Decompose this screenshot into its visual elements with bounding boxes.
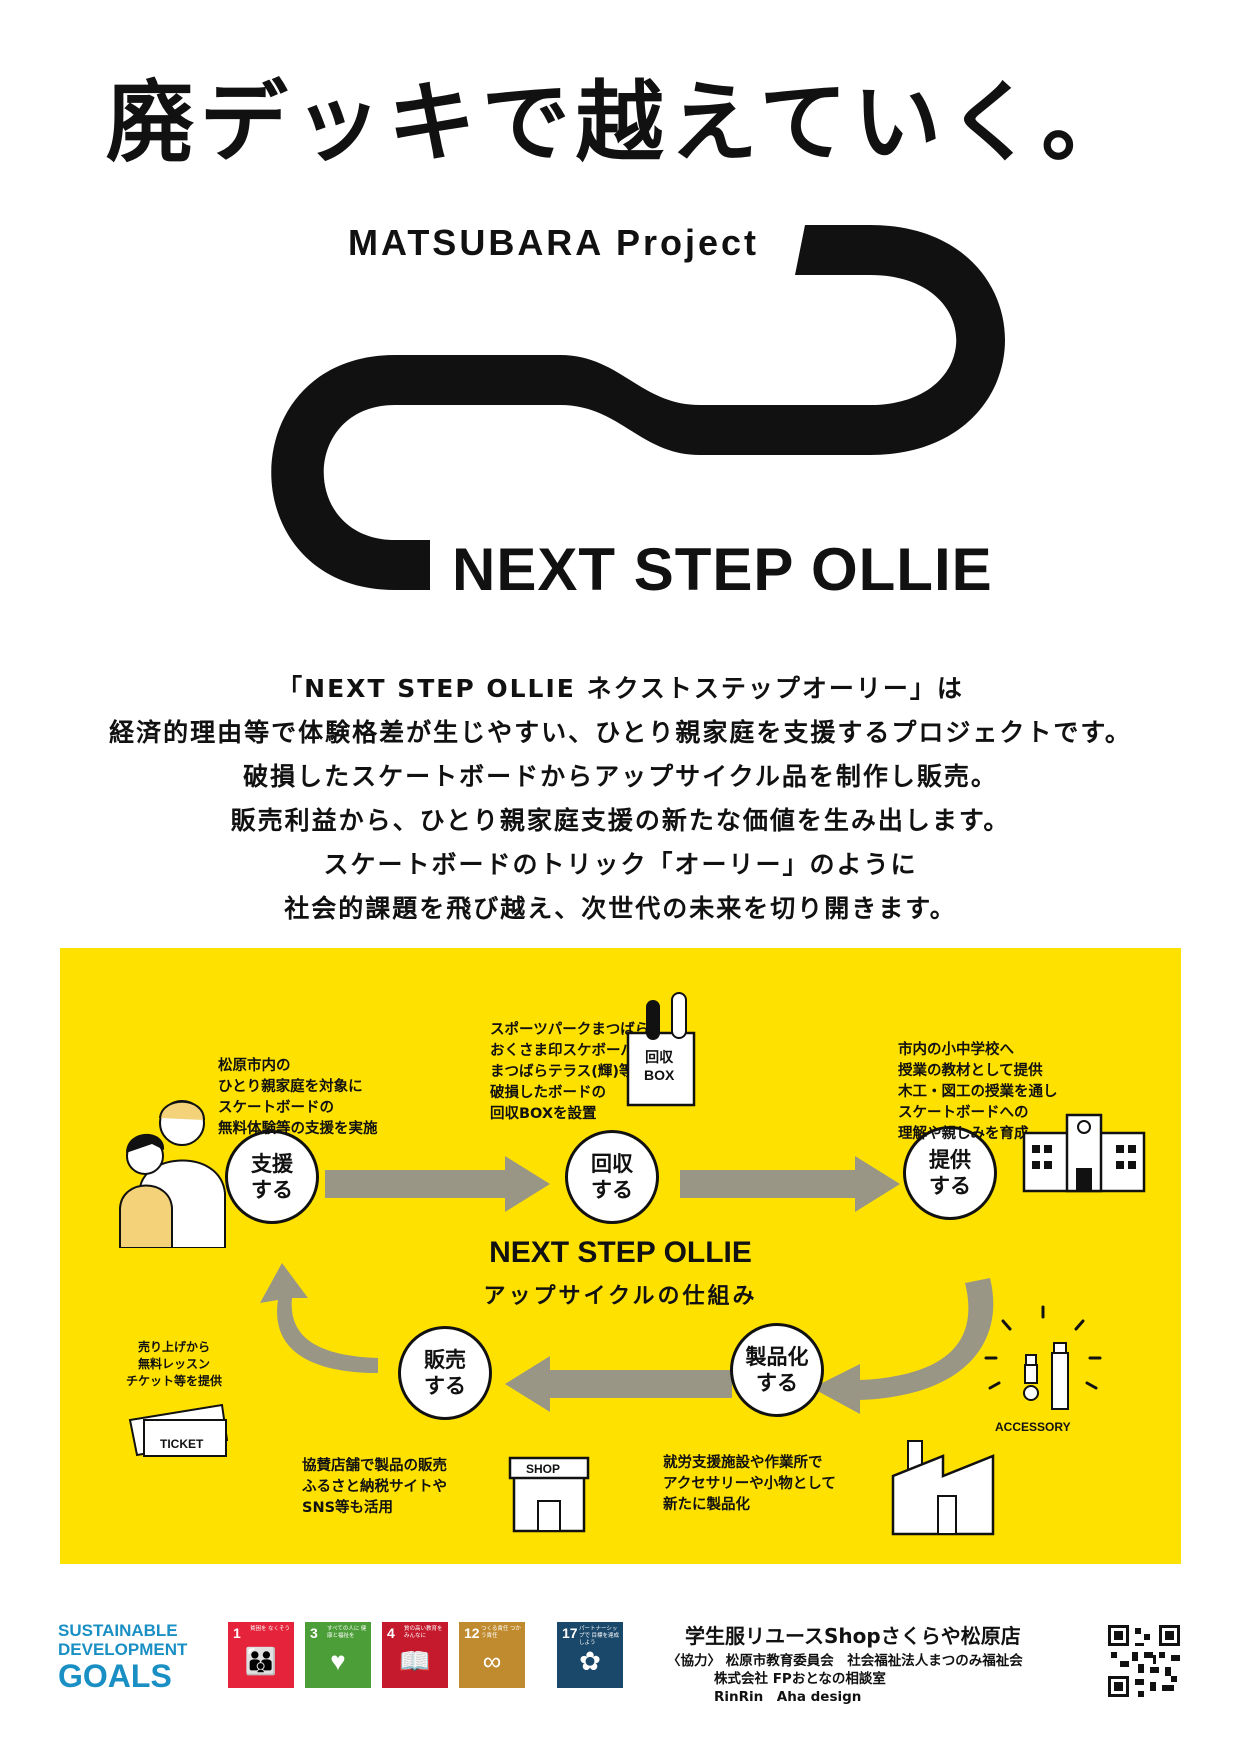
sdg-goal-1: 1 貧困を なくそう 👪 — [228, 1622, 294, 1688]
collection-box-icon — [626, 992, 696, 1107]
flower-icon: ✿ — [579, 1646, 601, 1676]
shop-icon — [508, 1456, 590, 1533]
shop-name: 学生服リユースShopさくらや松原店 — [685, 1624, 1021, 1648]
upcycle-diagram: 支援 する 回収 する 提供 する 製品化 する 販売 する NEXT STEP… — [60, 948, 1181, 1564]
goal-name: パートナーシップで 目標を達成しよう — [579, 1626, 620, 1646]
credit-line: RinRin Aha design — [667, 1689, 862, 1705]
goal-number: 17 — [562, 1625, 578, 1641]
note-sell: 協賛店舗で製品の販売 ふるさと納税サイトや SNS等も活用 — [302, 1458, 447, 1516]
people-icon: 👪 — [244, 1646, 278, 1676]
arrow-right-icon — [680, 1156, 900, 1212]
qr-code[interactable] — [1108, 1625, 1180, 1697]
project-label: MATSUBARA Project — [348, 222, 760, 263]
goal-number: 4 — [387, 1625, 395, 1641]
goal-name: すべての人に 健康と福祉を — [327, 1626, 367, 1639]
step-provide: 提供 する — [903, 1126, 997, 1220]
ticket-label: TICKET — [160, 1437, 204, 1451]
flow-arrows — [260, 1156, 994, 1414]
credits: 〈協力〉 松原市教育委員会 社会福祉法人まつのみ福祉会 株式会社 FPおとなの相… — [667, 1652, 1023, 1706]
goal-name: 貧困を なくそう — [250, 1626, 291, 1632]
note-ticket: 売り上げから 無料レッスン チケット等を提供 — [126, 1340, 223, 1388]
note-produce: 就労支援施設や作業所で アクセサリーや小物として 新たに製品化 — [663, 1455, 836, 1513]
note-support: 松原市内の ひとり親家庭を対象に スケートボードの 無料体験等の支援を実施 — [218, 1058, 378, 1137]
goal-number: 12 — [464, 1625, 480, 1641]
description-line: スケートボードのトリック「オーリー」のように — [323, 850, 918, 879]
step-sell: 販売 する — [398, 1326, 492, 1420]
sdg-goal-3: 3 すべての人に 健康と福祉を ♥ — [305, 1622, 371, 1688]
ticket-icon — [128, 1403, 229, 1457]
description-line: 販売利益から、ひとり親家庭支援の新たな価値を生み出します。 — [230, 806, 1011, 835]
project-description: 「NEXT STEP OLLIE ネクストステップオーリー」は 経済的理由等で体… — [0, 667, 1241, 931]
sdg-goal-12: 12 つくる責任 つかう責任 ∞ — [459, 1622, 525, 1688]
sdg-goal-4: 4 質の高い教育を みんなに 📖 — [382, 1622, 448, 1688]
headline: 廃デッキで越えていく。 — [105, 71, 1136, 174]
goal-number: 3 — [310, 1625, 318, 1641]
shop-label: SHOP — [526, 1462, 561, 1476]
description-line: 経済的理由等で体験格差が生じやすい、ひとり親家庭を支援するプロジェクトです。 — [109, 718, 1132, 747]
arrow-right-icon — [325, 1156, 550, 1212]
note-collect: スポーツパークまつばら おくさま印スケボーパーク まつばらテラス(輝)等に 破損… — [490, 1022, 664, 1122]
logo-title: NEXT STEP OLLIE — [452, 536, 993, 603]
step-produce: 製品化 する — [730, 1323, 824, 1417]
accessory-icon — [984, 1305, 1102, 1410]
diagram-title: NEXT STEP OLLIE — [489, 1236, 752, 1269]
arrow-curve-up-icon — [260, 1263, 378, 1373]
infinity-icon: ∞ — [482, 1646, 502, 1676]
arrow-curve-down-icon — [812, 1278, 994, 1414]
goal-number: 1 — [233, 1625, 241, 1641]
ollie-loop-logo — [271, 225, 1005, 590]
sdg-goal-17: 17 パートナーシップで 目標を達成しよう ✿ — [557, 1622, 623, 1688]
credit-line: 株式会社 FPおとなの相談室 — [667, 1671, 886, 1687]
box-label: 回収 BOX — [644, 1049, 675, 1083]
sdgs-logo-line: GOALS — [58, 1658, 172, 1694]
goal-name: つくる責任 つかう責任 — [481, 1626, 521, 1639]
diagram-subtitle: アップサイクルの仕組み — [483, 1284, 758, 1309]
book-icon: 📖 — [398, 1646, 432, 1676]
sdgs-logo: SUSTAINABLE DEVELOPMENT GOALS — [58, 1621, 187, 1693]
arrow-left-icon — [505, 1356, 732, 1412]
school-building-icon — [1022, 1113, 1146, 1193]
heartbeat-icon: ♥ — [330, 1646, 346, 1676]
step-support: 支援 する — [225, 1130, 319, 1224]
credit-line: 〈協力〉 松原市教育委員会 社会福祉法人まつのみ福祉会 — [667, 1653, 1023, 1669]
sdgs-logo-line: DEVELOPMENT — [58, 1640, 188, 1659]
description-line: 破損したスケートボードからアップサイクル品を制作し販売。 — [243, 762, 998, 791]
step-collect: 回収 する — [565, 1130, 659, 1224]
parent-child-icon — [119, 1100, 226, 1248]
note-provide: 市内の小中学校へ 授業の教材として提供 木工・図工の授業を通し スケートボードへ… — [898, 1042, 1058, 1142]
sdgs-logo-line: SUSTAINABLE — [58, 1621, 178, 1640]
accessory-label: ACCESSORY — [995, 1420, 1071, 1434]
factory-icon — [891, 1440, 995, 1536]
goal-name: 質の高い教育を みんなに — [404, 1626, 443, 1639]
description-line: 「NEXT STEP OLLIE ネクストステップオーリー」は — [277, 674, 964, 703]
description-line: 社会的課題を飛び越え、次世代の未来を切り開きます。 — [284, 894, 957, 923]
